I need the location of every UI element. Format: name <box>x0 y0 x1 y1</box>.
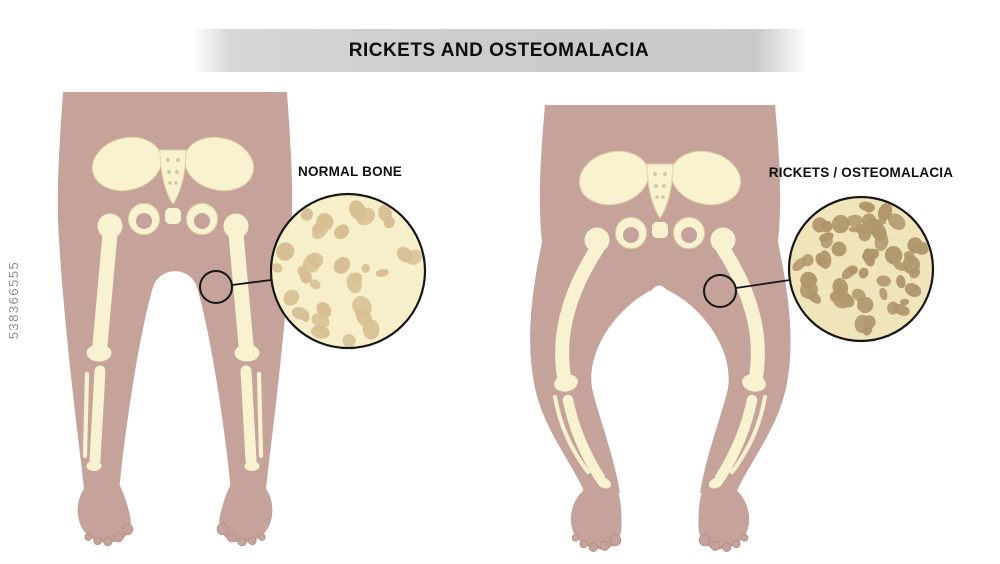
callout-connector-line <box>231 279 272 286</box>
zoom-source-circle <box>703 274 737 308</box>
title-banner: RICKETS AND OSTEOMALACIA <box>193 29 805 72</box>
zoom-view-rim <box>269 192 427 350</box>
page-title: RICKETS AND OSTEOMALACIA <box>348 39 650 61</box>
bone-texture-normal <box>272 200 423 347</box>
label-normal-bone: NORMAL BONE <box>298 164 402 179</box>
left-foot <box>566 485 628 556</box>
zoom-source-circle <box>199 270 233 304</box>
right-foot <box>692 485 754 556</box>
skin-silhouette-normal <box>57 92 293 491</box>
zoom-view-circle <box>271 194 425 348</box>
figure-rickets-legs <box>530 105 791 556</box>
callout-connector-line <box>735 279 791 289</box>
callout-normal-bone: NORMAL BONE <box>199 164 427 350</box>
zoom-view-rim <box>787 195 935 343</box>
leg-bones-rickets <box>553 242 767 489</box>
bone-texture-rickets <box>792 201 930 336</box>
figure-normal-legs <box>57 92 293 550</box>
leg-bones-normal <box>82 226 264 471</box>
label-rickets-osteomalacia: RICKETS / OSTEOMALACIA <box>769 165 953 180</box>
callout-rickets-bone: RICKETS / OSTEOMALACIA <box>703 165 953 343</box>
left-foot <box>74 480 135 550</box>
right-foot <box>215 480 276 550</box>
